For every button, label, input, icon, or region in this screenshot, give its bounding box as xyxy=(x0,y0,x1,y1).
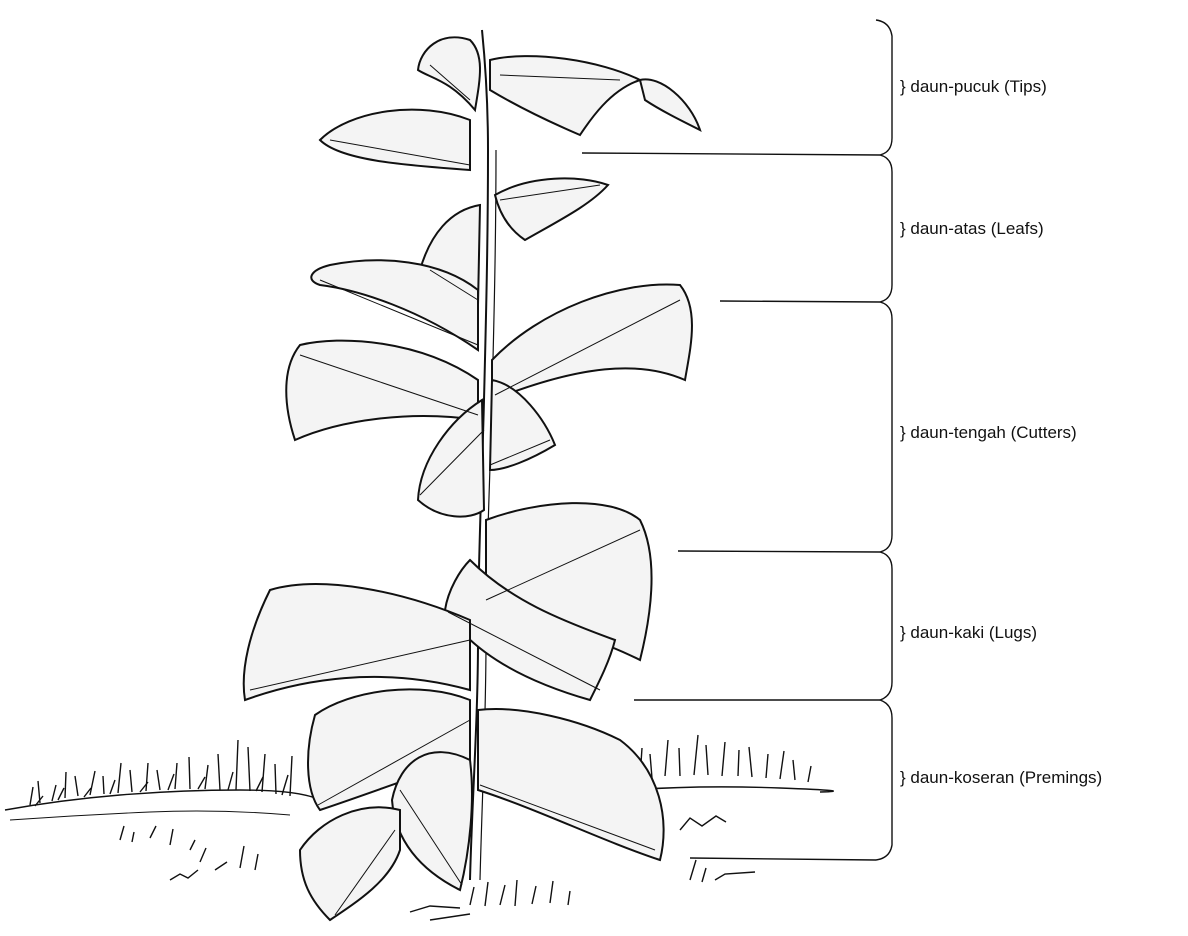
zone-bracket xyxy=(876,20,892,860)
zone-label-primings: } daun-koseran (Premings) xyxy=(900,768,1102,788)
zone-label-leafs: } daun-atas (Leafs) xyxy=(900,219,1044,239)
zone-label-lugs: } daun-kaki (Lugs) xyxy=(900,623,1037,643)
zone-label-tips: } daun-pucuk (Tips) xyxy=(900,77,1047,97)
leader-tips-leafs xyxy=(582,153,880,155)
leader-cutters-lugs xyxy=(678,551,880,552)
plant-leaves xyxy=(244,37,700,920)
leader-leafs-cutters xyxy=(720,301,880,302)
leader-primings-bottom xyxy=(690,858,876,860)
zone-label-cutters: } daun-tengah (Cutters) xyxy=(900,423,1077,443)
